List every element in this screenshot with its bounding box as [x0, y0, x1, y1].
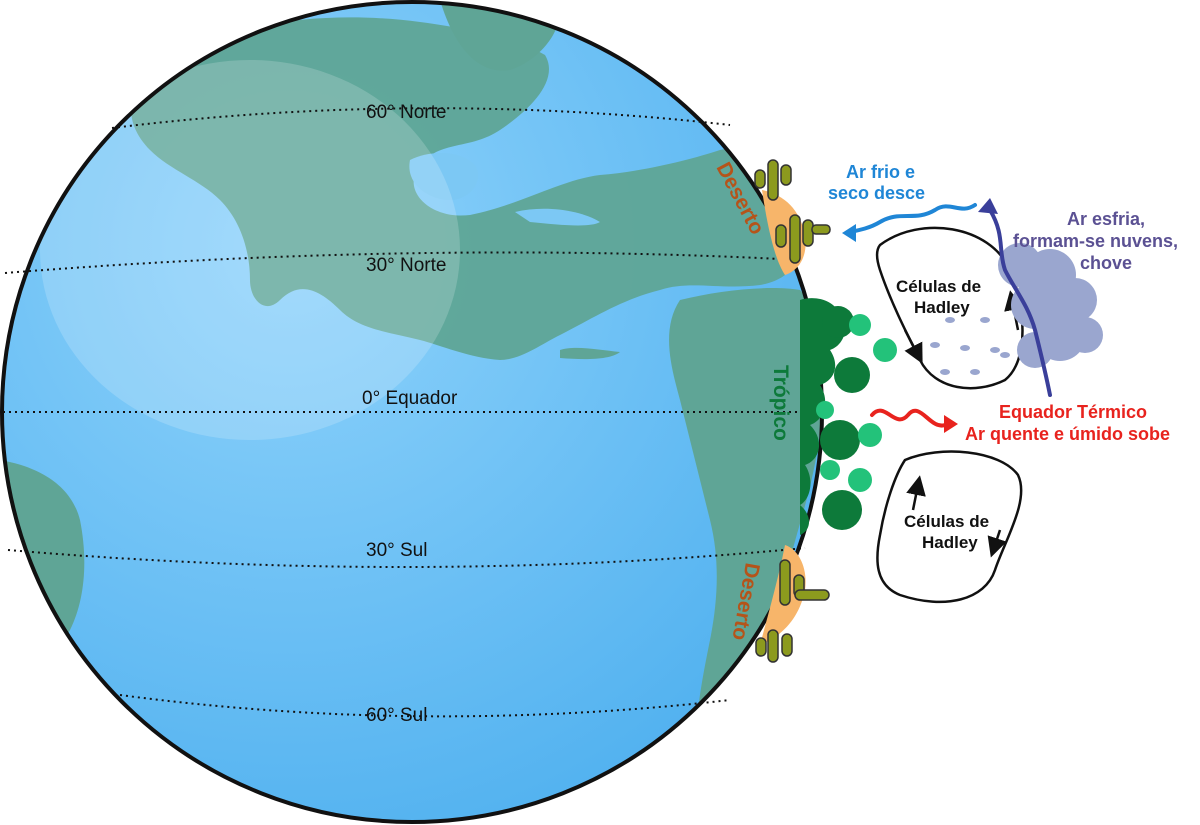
cools-line1: Ar esfria, [1067, 209, 1145, 229]
latitude-line-30n [4, 251, 801, 274]
latitude-line-60s [119, 694, 731, 718]
hadley-cell-south-loop [876, 450, 1023, 604]
label-30-south: 30° Sul [366, 540, 427, 561]
continents [2, 2, 822, 790]
hadley-cell-north: Células de Hadley [875, 226, 1024, 390]
hudson-bay [409, 153, 479, 200]
cactus-icon [755, 559, 830, 663]
cools-line2: formam-se nuvens, [1013, 231, 1178, 251]
tropic-zone: Trópico [769, 298, 897, 535]
inland-water [515, 208, 600, 226]
descending-air-arrow [848, 203, 977, 234]
thermal-equator-line1: Equador Térmico [999, 402, 1147, 422]
globe [0, 0, 824, 824]
hadley-south-line1: Células de [904, 512, 989, 531]
hadley-cell-south: Células de Hadley [876, 450, 1023, 604]
tropical-forest-icon [800, 298, 897, 535]
label-60-south: 60° Sul [366, 705, 427, 726]
caribbean-islands [560, 347, 620, 360]
hadley-north-line1: Células de [896, 277, 981, 296]
hadley-south-line2: Hadley [922, 533, 978, 552]
rain-cloud-icon [998, 243, 1103, 368]
south-america-landmass [669, 288, 822, 790]
cold-dry-line2: seco desce [828, 183, 925, 203]
globe-highlight [40, 60, 460, 440]
north-america-landmass [131, 17, 801, 361]
cold-dry-line1: Ar frio e [846, 162, 915, 182]
label-60-north: 60° Norte [366, 102, 446, 123]
label-30-north: 30° Norte [366, 255, 446, 276]
thermal-equator-line2: Ar quente e úmido sobe [965, 424, 1170, 444]
annotation-cold-dry: Ar frio e seco desce [828, 162, 925, 203]
hadley-north-line2: Hadley [914, 298, 970, 317]
latitude-lines [3, 107, 822, 718]
warm-air-arrow [870, 408, 947, 428]
hadley-cell-north-loop [875, 226, 1024, 390]
tropic-label: Trópico [769, 365, 792, 441]
cactus-icon [754, 159, 831, 264]
cools-line3: chove [1080, 253, 1132, 273]
annotation-cools: Ar esfria, formam-se nuvens, chove [1013, 209, 1178, 273]
rising-air-arrow [988, 208, 1052, 397]
annotation-thermal-equator: Equador Térmico Ar quente e úmido sobe [965, 402, 1170, 444]
raindrops-icon [930, 317, 1010, 375]
label-equator: 0° Equador [362, 388, 458, 409]
